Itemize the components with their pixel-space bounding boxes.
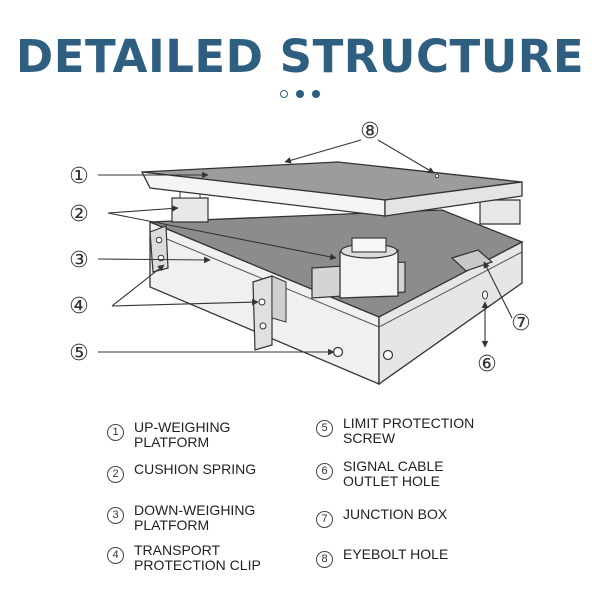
legend-number: 1 [107, 424, 124, 441]
transport-clip-illustration [149, 225, 287, 351]
legend-item-8: 8 EYEBOLT HOLE [316, 547, 493, 568]
legend-item-3: 3 DOWN-WEIGHING PLATFORM [107, 503, 269, 533]
legend-item-5: 5 LIMIT PROTECTION SCREW [316, 416, 488, 446]
legend-label: LIMIT PROTECTION SCREW [343, 415, 475, 446]
carousel-dots [276, 88, 324, 100]
callout-4: ④ [69, 294, 89, 319]
leader-lines [97, 139, 513, 356]
callout-5: ⑤ [69, 341, 89, 366]
legend-label: DOWN-WEIGHING PLATFORM [134, 502, 256, 533]
callout-3: ③ [69, 248, 89, 273]
callout-8: ⑧ [360, 119, 380, 144]
page-title: DETAILED STRUCTURE [15, 30, 585, 83]
legend-label: UP-WEIGHING PLATFORM [134, 419, 231, 450]
legend-label: TRANSPORT PROTECTION CLIP [134, 542, 261, 573]
legend-item-7: 7 JUNCTION BOX [316, 507, 493, 528]
legend-label: JUNCTION BOX [343, 506, 448, 522]
legend-number: 3 [107, 507, 124, 524]
legend-label: EYEBOLT HOLE [343, 546, 449, 562]
legend-item-1: 1 UP-WEIGHING PLATFORM [107, 420, 244, 450]
carousel-dot-active[interactable] [296, 90, 304, 98]
legend-item-6: 6 SIGNAL CABLE OUTLET HOLE [316, 459, 458, 489]
callout-6: ⑥ [477, 352, 497, 377]
legend-label: SIGNAL CABLE OUTLET HOLE [343, 458, 444, 489]
legend-number: 5 [316, 420, 333, 437]
legend-item-4: 4 TRANSPORT PROTECTION CLIP [107, 543, 269, 573]
legend-item-2: 2 CUSHION SPRING [107, 462, 284, 483]
callout-2: ② [69, 202, 89, 227]
legend-number: 2 [107, 466, 124, 483]
callout-7: ⑦ [511, 311, 531, 336]
down-weighing-platform-illustration [149, 209, 524, 386]
carousel-dot[interactable] [312, 90, 320, 98]
legend-label: CUSHION SPRING [134, 461, 257, 477]
legend-number: 8 [316, 551, 333, 568]
cushion-spring-illustration [171, 189, 521, 299]
up-weighing-platform-illustration [140, 161, 523, 217]
legend-number: 6 [316, 463, 333, 480]
callout-1: ① [69, 164, 89, 189]
legend-number: 7 [316, 511, 333, 528]
legend-number: 4 [107, 547, 124, 564]
callout-markers: ① ② ③ ④ ⑤ ⑥ ⑦ ⑧ [69, 119, 531, 377]
carousel-dot[interactable] [280, 90, 288, 98]
